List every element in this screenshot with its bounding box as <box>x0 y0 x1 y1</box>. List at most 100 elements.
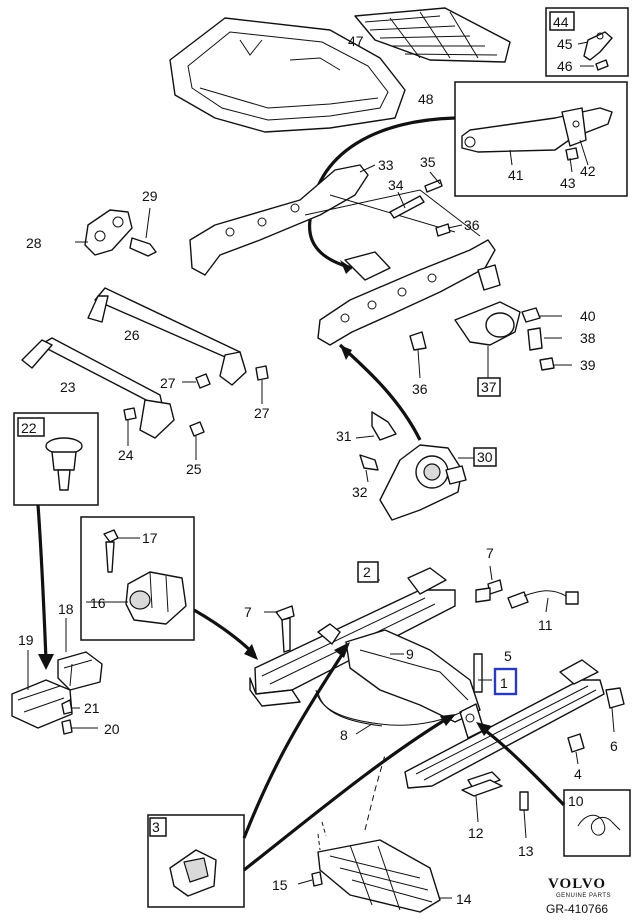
arrow-3b <box>243 716 449 872</box>
arrow-to-19 <box>36 504 48 661</box>
callout-32[interactable]: 32 <box>352 484 368 500</box>
callout-8[interactable]: 8 <box>340 727 348 743</box>
callout-5[interactable]: 5 <box>504 648 512 664</box>
cable-8-b <box>317 691 383 727</box>
callout-2[interactable]: 2 <box>363 564 371 580</box>
diagram-reference: GR-410766 <box>546 902 609 916</box>
arrow-head <box>476 722 492 736</box>
bolt-7a-shank <box>281 617 291 653</box>
callout-11[interactable]: 11 <box>538 617 553 633</box>
callout-36b[interactable]: 36 <box>412 381 428 397</box>
box-3 <box>147 814 245 908</box>
callout-37[interactable]: 37 <box>481 379 497 395</box>
arrow-to-recliner <box>338 343 422 441</box>
callout-40[interactable]: 40 <box>580 308 596 324</box>
callout-6[interactable]: 6 <box>610 738 618 754</box>
callout-33[interactable]: 33 <box>378 157 394 173</box>
callout-13[interactable]: 13 <box>518 843 534 859</box>
callout-45[interactable]: 45 <box>557 36 573 52</box>
callout-18[interactable]: 18 <box>58 601 74 617</box>
arrow-head <box>440 714 456 726</box>
callout-15[interactable]: 15 <box>272 877 288 893</box>
arrow-head <box>340 345 352 360</box>
callout-46[interactable]: 46 <box>557 58 573 74</box>
arrow-head <box>334 642 350 658</box>
dash-15 <box>317 821 327 851</box>
seat-track-right <box>404 659 625 791</box>
bracket-28 <box>75 207 157 257</box>
callout-38[interactable]: 38 <box>580 330 596 346</box>
callout-31[interactable]: 31 <box>336 428 352 444</box>
callout-23[interactable]: 23 <box>60 379 76 395</box>
callout-29[interactable]: 29 <box>142 188 158 204</box>
callout-43[interactable]: 43 <box>560 175 576 191</box>
control-module-19 <box>11 618 103 735</box>
callout-26[interactable]: 26 <box>124 327 140 343</box>
callout-27a[interactable]: 27 <box>160 375 176 391</box>
callout-14[interactable]: 14 <box>456 891 472 907</box>
callout-41[interactable]: 41 <box>508 167 524 183</box>
arrow-head <box>244 644 258 660</box>
callout-36a[interactable]: 36 <box>464 217 480 233</box>
seat-spring-mat <box>354 7 511 63</box>
sensor-11 <box>507 591 529 609</box>
callout-25[interactable]: 25 <box>186 461 202 477</box>
tube-23 <box>21 337 269 460</box>
brand-logo: VOLVO <box>548 876 607 892</box>
seat-track-left <box>249 567 481 723</box>
screw-13 <box>519 791 529 811</box>
callout-1[interactable]: 1 <box>500 675 508 691</box>
callout-10[interactable]: 10 <box>568 793 584 809</box>
callout-17[interactable]: 17 <box>142 530 158 546</box>
box-10 <box>563 789 631 857</box>
callout-48[interactable]: 48 <box>418 91 434 107</box>
bolt-7a <box>275 605 295 621</box>
callout-4[interactable]: 4 <box>574 766 582 782</box>
box-22 <box>13 412 99 506</box>
box-16-17 <box>80 516 195 641</box>
sensor-11-plug <box>565 591 579 605</box>
callout-20[interactable]: 20 <box>104 721 120 737</box>
cover-14 <box>317 839 441 913</box>
callout-44[interactable]: 44 <box>553 14 569 30</box>
pin-5 <box>473 653 483 693</box>
arrow-10 <box>481 726 566 807</box>
callout-42[interactable]: 42 <box>580 163 596 179</box>
seat-cushion-frame <box>169 17 406 133</box>
callout-3[interactable]: 3 <box>152 819 160 835</box>
arrow-head <box>340 260 352 274</box>
highlight-callout-1 <box>493 667 518 696</box>
arrow-head <box>38 654 54 670</box>
callout-22[interactable]: 22 <box>21 420 37 436</box>
callout-35[interactable]: 35 <box>420 154 436 170</box>
callout-27b[interactable]: 27 <box>254 405 270 421</box>
screw-15 <box>311 871 323 887</box>
callout-19[interactable]: 19 <box>18 632 34 648</box>
dash-line <box>364 754 386 831</box>
callout-24[interactable]: 24 <box>118 447 134 463</box>
arrow-3a <box>242 649 347 839</box>
callout-9[interactable]: 9 <box>406 646 414 662</box>
callout-39[interactable]: 39 <box>580 357 596 373</box>
callout-21[interactable]: 21 <box>84 700 100 716</box>
sensor-11-wire <box>523 590 567 597</box>
callout-34[interactable]: 34 <box>388 177 404 193</box>
tube-26 <box>87 287 247 386</box>
box-2 <box>357 561 379 583</box>
callout-28[interactable]: 28 <box>26 235 42 251</box>
seat-frame-assembly <box>189 164 572 397</box>
recliner-30 <box>355 411 497 521</box>
callout-7a[interactable]: 7 <box>244 604 252 620</box>
brand-subtitle: GENUINE PARTS <box>556 893 611 899</box>
box-44 <box>545 7 629 77</box>
callout-30[interactable]: 30 <box>477 449 493 465</box>
callout-7b[interactable]: 7 <box>486 545 494 561</box>
callout-16[interactable]: 16 <box>90 595 106 611</box>
box-41-42-43 <box>454 81 628 197</box>
callout-47[interactable]: 47 <box>348 33 364 49</box>
bolt-7b-shank <box>475 587 491 603</box>
callout-12[interactable]: 12 <box>468 825 484 841</box>
part-12 <box>461 779 503 797</box>
